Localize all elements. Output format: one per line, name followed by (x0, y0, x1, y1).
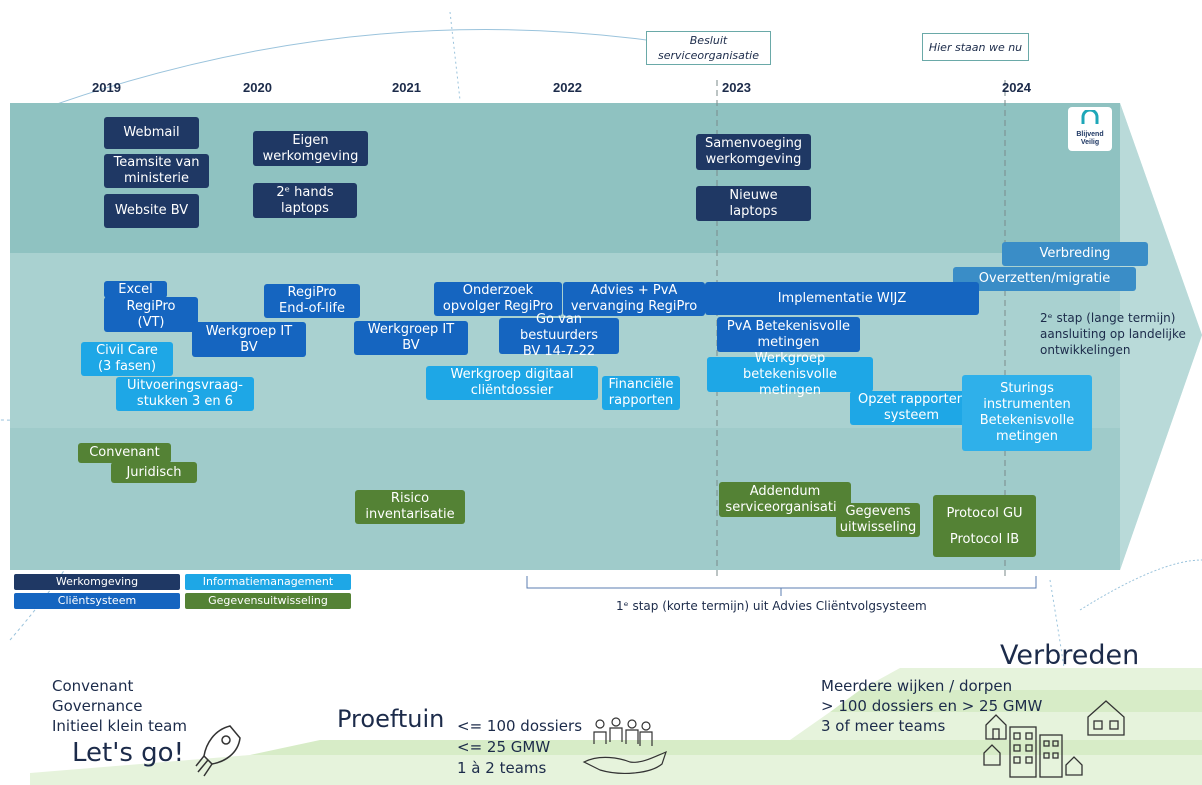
box-webmail: Webmail (104, 117, 199, 149)
logo-text-1: Blijvend (1076, 131, 1104, 138)
callout-besluit: Besluit serviceorganisatie (646, 31, 771, 65)
city-buildings-icon (983, 700, 1125, 778)
box-overzetten: Overzetten/migratie (953, 267, 1136, 291)
box-excel: Excel (104, 281, 167, 298)
box-civil-care: Civil Care (3 fasen) (81, 342, 173, 376)
box-samenvoeging: Samenvoeging werkomgeving (696, 134, 811, 170)
box-implementatie: Implementatie WIJZ (705, 282, 979, 315)
text-verbreden-lines: Meerdere wijken / dorpen > 100 dossiers … (821, 677, 1043, 735)
text-bottom-left: Convenant Governance Initieel klein team (52, 677, 187, 735)
year-2023: 2023 (722, 80, 751, 95)
year-2019: 2019 (92, 80, 121, 95)
box-onderzoek: Onderzoek opvolger RegiPro (434, 282, 562, 316)
text-lets-go: Let's go! (72, 738, 185, 768)
box-werkgroep-it-2: Werkgroep IT BV (354, 321, 468, 355)
box-2e-hands-laptops: 2ᵉ hands laptops (253, 183, 357, 218)
callout-hier-staan: Hier staan we nu (922, 33, 1029, 61)
box-protocol: Protocol GU Protocol IB (933, 495, 1036, 557)
text-verbreden: Verbreden (1000, 640, 1140, 671)
year-2021: 2021 (392, 80, 421, 95)
box-teamsite: Teamsite van ministerie (104, 154, 209, 188)
box-nieuwe-laptops: Nieuwe laptops (696, 186, 811, 221)
box-convenant: Convenant (78, 443, 171, 463)
box-website: Website BV (104, 194, 199, 228)
box-financiele: Financiële rapporten (602, 376, 680, 410)
text-proeftuin: Proeftuin (337, 705, 445, 733)
people-hand-icon (582, 717, 667, 774)
text-proeftuin-lines: <= 100 dossiers <= 25 GMW 1 à 2 teams (457, 717, 583, 777)
year-2024: 2024 (1002, 80, 1031, 95)
legend-informatiemanagement: Informatiemanagement (185, 574, 351, 590)
box-werkgroep-it-1: Werkgroep IT BV (192, 322, 306, 357)
box-regipro-eol: RegiPro End-of-life (264, 284, 360, 318)
box-opzet-rapporten: Opzet rapporten systeem (850, 391, 973, 425)
logo-text-2: Veilig (1080, 139, 1100, 146)
year-2020: 2020 (243, 80, 272, 95)
box-advies: Advies + PvA vervanging RegiPro (563, 282, 705, 316)
legend-clientsysteem: Cliëntsysteem (14, 593, 180, 609)
text-stap1: 1ᵉ stap (korte termijn) uit Advies Cliën… (616, 599, 927, 613)
box-juridisch: Juridisch (111, 462, 197, 483)
box-werkgroep-digitaal: Werkgroep digitaal cliëntdossier (426, 366, 598, 400)
box-uitvoering: Uitvoeringsvraag- stukken 3 en 6 (116, 377, 254, 411)
box-regipro-vt: RegiPro (VT) (104, 297, 198, 332)
box-eigen-werkomgeving: Eigen werkomgeving (253, 131, 368, 166)
logo-arch-icon (1081, 108, 1099, 124)
rocket-icon (195, 725, 241, 777)
legend-gegevensuitwisseling: Gegevensuitwisseling (185, 593, 351, 609)
year-2022: 2022 (553, 80, 582, 95)
box-verbreding: Verbreding (1002, 242, 1148, 266)
blijvend-veilig-logo: Blijvend Veilig (1068, 107, 1112, 151)
box-gegevens-uitwisseling: Gegevens uitwisseling (836, 503, 920, 537)
box-risico: Risico inventarisatie (355, 490, 465, 524)
box-sturings: Sturings instrumenten Betekenisvolle met… (962, 375, 1092, 451)
legend-werkomgeving: Werkomgeving (14, 574, 180, 590)
box-addendum: Addendum serviceorganisatie (719, 482, 851, 517)
box-pva: PvA Betekenisvolle metingen (717, 317, 860, 352)
text-stap2: 2ᵉ stap (lange termijn) aansluiting op l… (1040, 311, 1186, 357)
